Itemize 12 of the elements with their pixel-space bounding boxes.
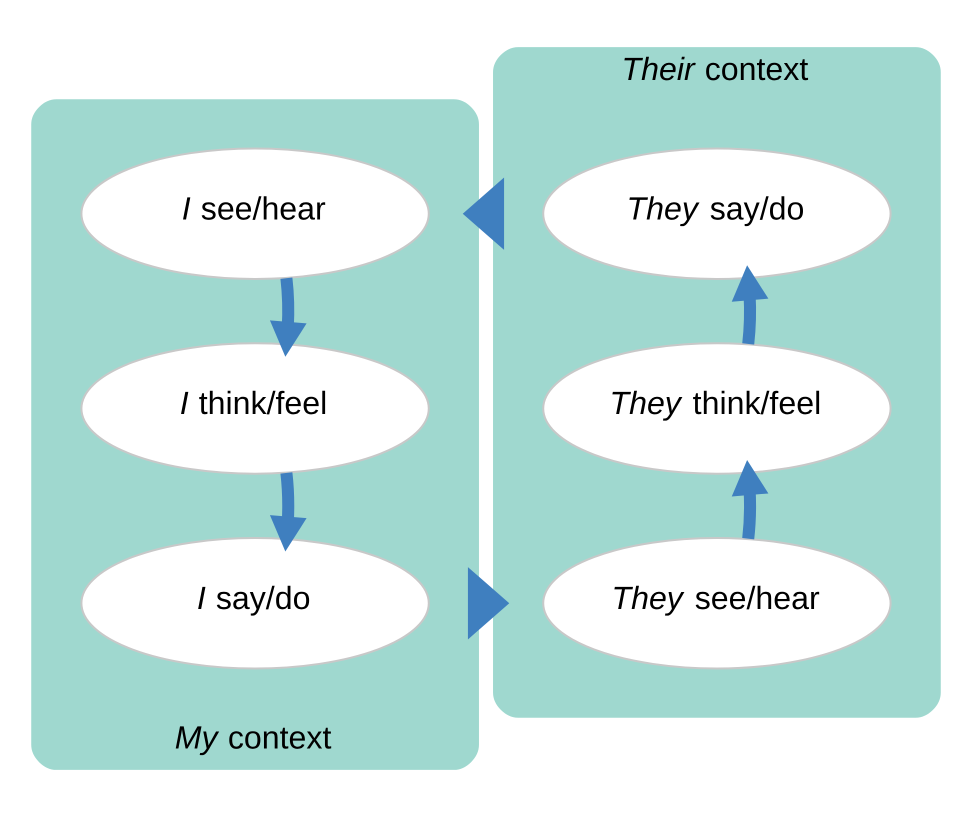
arrow <box>270 277 307 356</box>
node-ellipse: I think/feel <box>80 342 430 474</box>
arrow <box>732 460 768 539</box>
node-ellipse: I say/do <box>80 536 430 670</box>
arrow <box>462 177 504 250</box>
node-ellipse: They see/hear <box>542 536 892 670</box>
arrow <box>270 472 307 552</box>
node-ellipse: They say/do <box>542 146 892 280</box>
node-ellipse: I see/hear <box>80 146 430 280</box>
arrow <box>468 566 510 639</box>
node-ellipse: They think/feel <box>542 342 892 474</box>
arrow <box>732 264 768 344</box>
